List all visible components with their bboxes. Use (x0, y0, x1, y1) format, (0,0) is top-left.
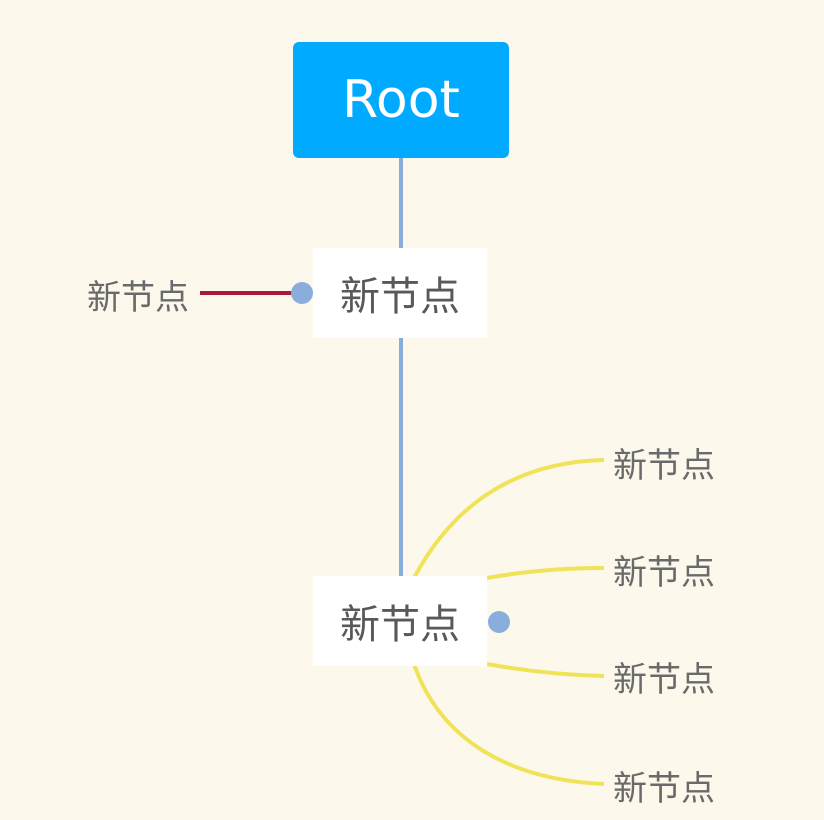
leaf-node-label: 新节点 (87, 277, 189, 318)
expander-dot-branch-1[interactable] (291, 282, 313, 304)
leaf-node-branch-1-left[interactable]: 新节点 (80, 272, 196, 318)
branch-node-1[interactable]: 新节点 (313, 248, 487, 338)
leaf-node-branch-2-3[interactable]: 新节点 (606, 654, 722, 700)
branch-node-2-label: 新节点 (340, 602, 460, 648)
leaf-node-label: 新节点 (613, 445, 715, 486)
connector-branch-2-leaf-3 (486, 662, 605, 678)
leaf-node-label: 新节点 (613, 659, 715, 700)
leaf-node-branch-2-4[interactable]: 新节点 (606, 763, 722, 809)
connector-branch-2-leaf-1 (412, 458, 605, 579)
leaf-node-branch-2-1[interactable]: 新节点 (606, 440, 722, 486)
branch-node-2[interactable]: 新节点 (313, 576, 487, 666)
connector-branch-2-leaf-2 (486, 566, 605, 580)
root-node[interactable]: Root (293, 42, 509, 158)
root-node-label: Root (342, 70, 460, 130)
leaf-node-label: 新节点 (613, 552, 715, 593)
leaf-node-branch-2-2[interactable]: 新节点 (606, 547, 722, 593)
connector-branch-2-leaf-4 (412, 663, 605, 786)
branch-node-1-label: 新节点 (340, 274, 460, 320)
expander-dot-branch-2[interactable] (488, 611, 510, 633)
leaf-node-label: 新节点 (613, 768, 715, 809)
